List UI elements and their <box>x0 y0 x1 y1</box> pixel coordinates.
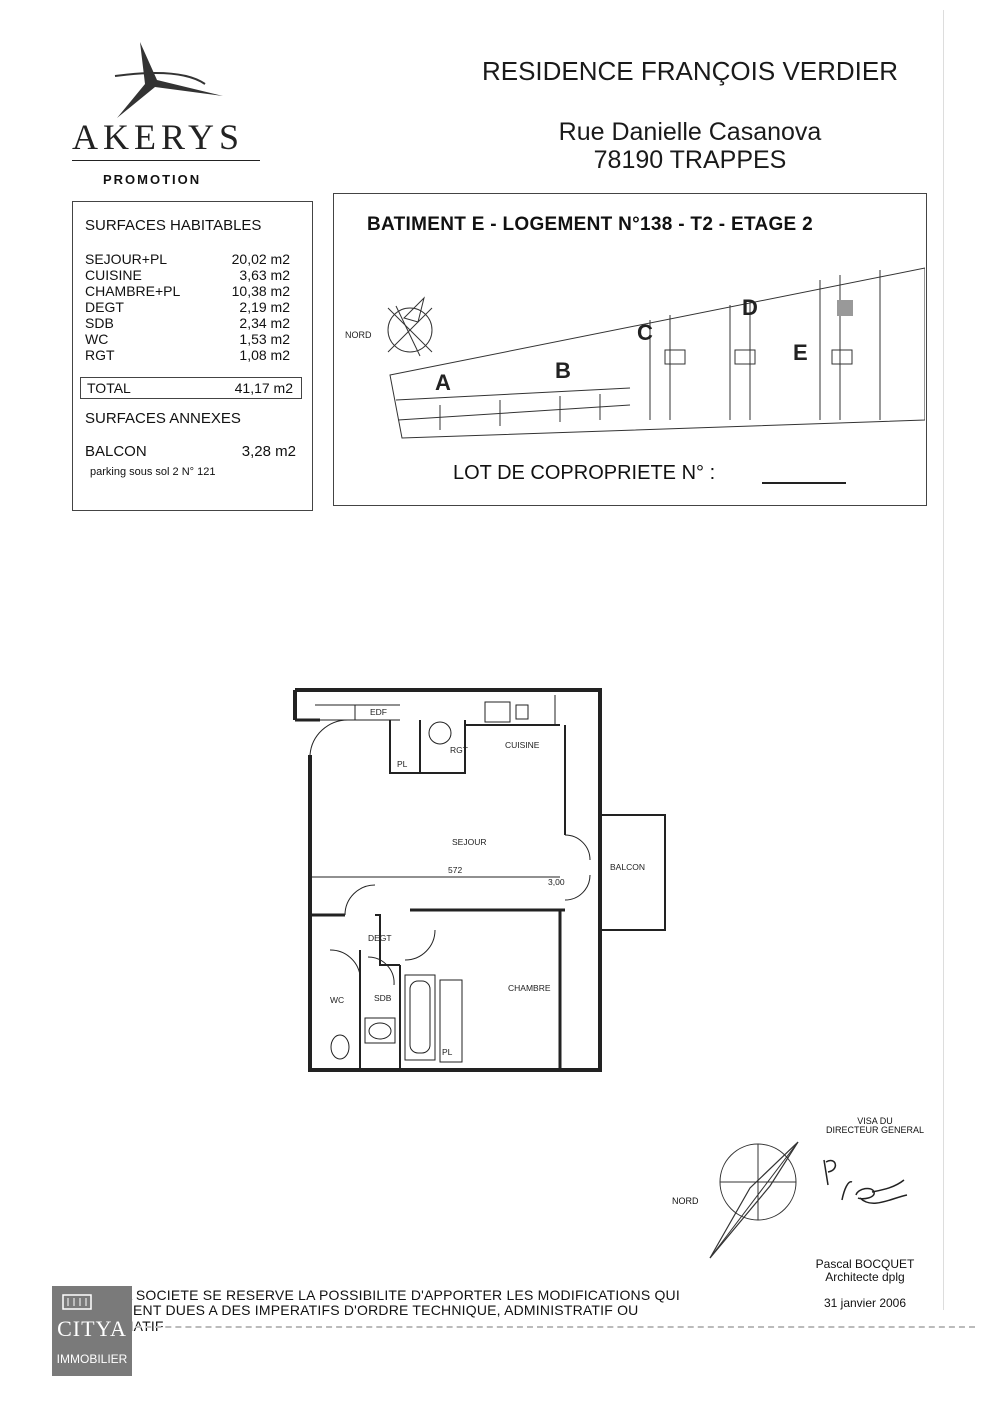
citya-subtitle: IMMOBILIER <box>56 1352 128 1366</box>
total-value: 41,17 m2 <box>234 380 293 396</box>
dimension-label-2: 3,00 <box>548 877 565 887</box>
building-frame <box>333 193 927 506</box>
block-e-label: E <box>793 340 808 365</box>
surface-value: 10,38 m2 <box>231 283 290 299</box>
page-edge <box>943 10 944 1310</box>
signature-icon <box>823 1159 908 1204</box>
room-pl-chambre: PL <box>442 1047 453 1057</box>
surface-value: 2,34 m2 <box>239 315 290 331</box>
logo-subtitle: PROMOTION <box>103 172 202 187</box>
compass-large-icon <box>709 1141 799 1259</box>
block-a-label: A <box>435 370 451 395</box>
city-address: 78190 TRAPPES <box>593 146 787 174</box>
surface-label: CUISINE <box>85 267 142 283</box>
lot-number-line <box>762 482 846 484</box>
plan-walls <box>293 688 666 1072</box>
room-cuisine: CUISINE <box>505 740 540 750</box>
surface-label: DEGT <box>85 299 124 315</box>
surface-value: 1,53 m2 <box>239 331 290 347</box>
citya-emblem-icon <box>62 1294 92 1310</box>
balcon-value: 3,28 m2 <box>241 443 296 460</box>
surfaces-title: SURFACES HABITABLES <box>85 217 262 234</box>
total-label: TOTAL <box>87 380 131 396</box>
disclaimer-line1: LA SOCIETE SE RESERVE LA POSSIBILITE D'A… <box>115 1287 680 1303</box>
street-address: Rue Danielle Casanova <box>558 118 822 146</box>
floor-plan: EDF PL RGT CUISINE SEJOUR 572 3,00 BALCO… <box>293 688 666 1072</box>
room-rgt: RGT <box>450 745 468 755</box>
surface-value: 1,08 m2 <box>239 347 290 363</box>
room-wc: WC <box>330 995 344 1005</box>
compass-small-icon <box>387 296 433 357</box>
disclaimer-line2: SERAIENT DUES A DES IMPERATIFS D'ORDRE T… <box>90 1302 639 1334</box>
room-balcon: BALCON <box>610 862 645 872</box>
plan-date: 31 janvier 2006 <box>823 1296 907 1310</box>
building-title: BATIMENT E - LOGEMENT N°138 - T2 - ETAGE… <box>367 214 813 235</box>
room-pl-entrance: PL <box>397 759 408 769</box>
citya-logo <box>52 1286 132 1376</box>
site-plan: NORD A B C D E <box>345 267 925 439</box>
parking-info: parking sous sol 2 N° 121 <box>90 466 216 478</box>
room-sejour: SEJOUR <box>452 837 486 847</box>
annexes-title: SURFACES ANNEXES <box>85 410 241 427</box>
surface-label: RGT <box>85 347 115 363</box>
room-degt: DEGT <box>368 933 392 943</box>
building-outline <box>389 267 925 439</box>
room-chambre: CHAMBRE <box>508 983 551 993</box>
logo-rule <box>72 160 260 161</box>
surface-value: 2,19 m2 <box>239 299 290 315</box>
visa-line2: DIRECTEUR GENERAL <box>825 1125 924 1135</box>
residence-name: RESIDENCE FRANÇOIS VERDIER <box>481 56 899 86</box>
visa-line1: VISA DU <box>857 1116 893 1126</box>
north-label-large: NORD <box>672 1196 699 1206</box>
balcon-label: BALCON <box>85 443 147 460</box>
lot-label: LOT DE COPROPRIETE N° : <box>453 462 716 484</box>
block-c-label: C <box>637 320 653 345</box>
surface-label: SDB <box>85 315 114 331</box>
surface-label: CHAMBRE+PL <box>85 283 181 299</box>
block-b-label: B <box>555 358 571 383</box>
akerys-logo-icon <box>114 42 223 118</box>
surface-value: 3,63 m2 <box>239 267 290 283</box>
room-edf: EDF <box>370 707 387 717</box>
surface-label: SEJOUR+PL <box>85 251 168 267</box>
surfaces-table: SURFACES HABITABLES SEJOUR+PL 20,02 m2 C… <box>72 201 313 511</box>
total-row: TOTAL 41,17 m2 <box>80 377 302 399</box>
architect-name: Pascal BOCQUET <box>815 1257 915 1271</box>
dimension-label: 572 <box>448 865 462 875</box>
room-sdb: SDB <box>374 993 392 1003</box>
logo-name: AKERYS <box>72 117 245 157</box>
surface-value: 20,02 m2 <box>231 251 290 267</box>
north-label-small: NORD <box>345 330 372 340</box>
dashed-rule <box>95 1326 975 1328</box>
citya-name: CITYA <box>57 1316 127 1341</box>
surface-label: WC <box>85 331 109 347</box>
block-d-label: D <box>742 295 758 320</box>
logement-highlight <box>837 300 853 316</box>
architect-title: Architecte dplg <box>825 1270 905 1284</box>
